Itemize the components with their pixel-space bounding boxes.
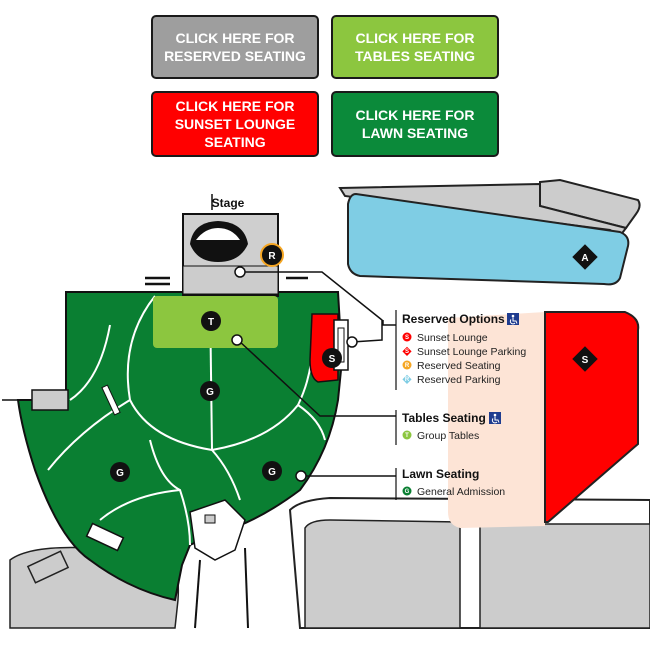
legend-item-reserved-seating: R Reserved Seating: [402, 360, 501, 372]
sunset-parking-edge: [448, 312, 545, 528]
marker-tables[interactable]: T: [201, 311, 221, 331]
marker-parking-a[interactable]: A: [572, 244, 598, 270]
lawn-button-line1: CLICK HERE FOR: [355, 107, 475, 123]
walkway-ramp: [85, 499, 249, 629]
sunset-button-line1: CLICK HERE FOR: [175, 98, 295, 114]
svg-text:S: S: [405, 335, 409, 341]
legend-lawn-title: Lawn Seating: [402, 467, 479, 481]
marker-reserved[interactable]: R: [260, 243, 284, 267]
sunset-button-line3: SEATING: [204, 134, 266, 150]
wheelchair-icon: [507, 313, 519, 325]
marker-parking-s[interactable]: S: [572, 346, 598, 372]
parking-area-a[interactable]: [347, 192, 630, 286]
stage-label: Stage: [212, 196, 245, 210]
tables-seating-area[interactable]: [153, 296, 278, 348]
reserved-button-line1: CLICK HERE FOR: [175, 30, 295, 46]
tables-seating-button[interactable]: CLICK HERE FOR TABLES SEATING: [331, 15, 499, 79]
reserved-seating-button[interactable]: CLICK HERE FOR RESERVED SEATING: [151, 15, 319, 79]
svg-text:Group Tables: Group Tables: [417, 430, 479, 442]
callout-lines: [237, 271, 396, 477]
svg-text:S: S: [405, 349, 409, 355]
sunset-button-line2: SUNSET LOUNGE: [174, 116, 296, 132]
svg-text:S: S: [582, 355, 589, 366]
callout-dot-sunset: [346, 336, 358, 348]
svg-text:T: T: [208, 317, 214, 328]
svg-text:A: A: [581, 253, 588, 264]
svg-text:R: R: [268, 251, 276, 262]
marker-general-center[interactable]: G: [200, 381, 220, 401]
svg-text:T: T: [405, 433, 409, 439]
sunset-lounge-seating-button[interactable]: CLICK HERE FOR SUNSET LOUNGE SEATING: [151, 91, 319, 157]
svg-text:Sunset Lounge: Sunset Lounge: [417, 332, 488, 344]
legend-item-group-tables: T Group Tables: [402, 430, 479, 442]
svg-text:G: G: [268, 467, 276, 478]
reserved-button-line2: RESERVED SEATING: [164, 48, 306, 64]
svg-text:Reserved Parking: Reserved Parking: [417, 374, 501, 386]
marker-general-right[interactable]: G: [262, 461, 282, 481]
svg-text:R: R: [405, 363, 410, 369]
legend-item-general-admission: G General Admission: [402, 486, 505, 498]
callout-dot-reserved: [234, 266, 246, 278]
wheelchair-icon: [489, 412, 501, 424]
legend-tables-title: Tables Seating: [402, 411, 486, 425]
lawn-paths: [47, 295, 326, 546]
lawn-button-line2: LAWN SEATING: [361, 125, 469, 141]
svg-text:S: S: [329, 354, 336, 365]
tables-button-line2: TABLES SEATING: [354, 48, 476, 64]
callout-dot-tables: [231, 334, 243, 346]
marker-general-left[interactable]: G: [110, 462, 130, 482]
side-structure: [31, 389, 69, 411]
callout-dot-lawn: [295, 470, 307, 482]
sunset-lounge-parking[interactable]: [544, 311, 640, 523]
sunset-lounge-area[interactable]: [309, 313, 339, 383]
svg-text:G: G: [405, 489, 410, 495]
tables-button-line1: CLICK HERE FOR: [355, 30, 475, 46]
svg-text:G: G: [116, 468, 124, 479]
lawn-seating-area[interactable]: [16, 291, 344, 602]
legend-item-sunset-lounge: S Sunset Lounge: [402, 332, 488, 344]
legend-item-sunset-parking: S Sunset Lounge Parking: [402, 346, 526, 358]
svg-text:General Admission: General Admission: [417, 486, 505, 498]
lawn-bench: [101, 384, 121, 416]
stage: [145, 194, 308, 295]
parking-roads: [288, 178, 650, 629]
svg-text:R: R: [405, 377, 410, 383]
left-structures: [9, 546, 180, 629]
legend-item-reserved-parking: R Reserved Parking: [402, 374, 501, 386]
svg-text:Reserved Seating: Reserved Seating: [417, 360, 501, 372]
legend-reserved-title: Reserved Options: [402, 312, 505, 326]
sunset-lounge-structure: [333, 319, 349, 371]
marker-sunset[interactable]: S: [322, 348, 342, 368]
svg-text:G: G: [206, 387, 214, 398]
svg-text:Sunset Lounge Parking: Sunset Lounge Parking: [417, 346, 526, 358]
lawn-seating-button[interactable]: CLICK HERE FOR LAWN SEATING: [331, 91, 499, 157]
